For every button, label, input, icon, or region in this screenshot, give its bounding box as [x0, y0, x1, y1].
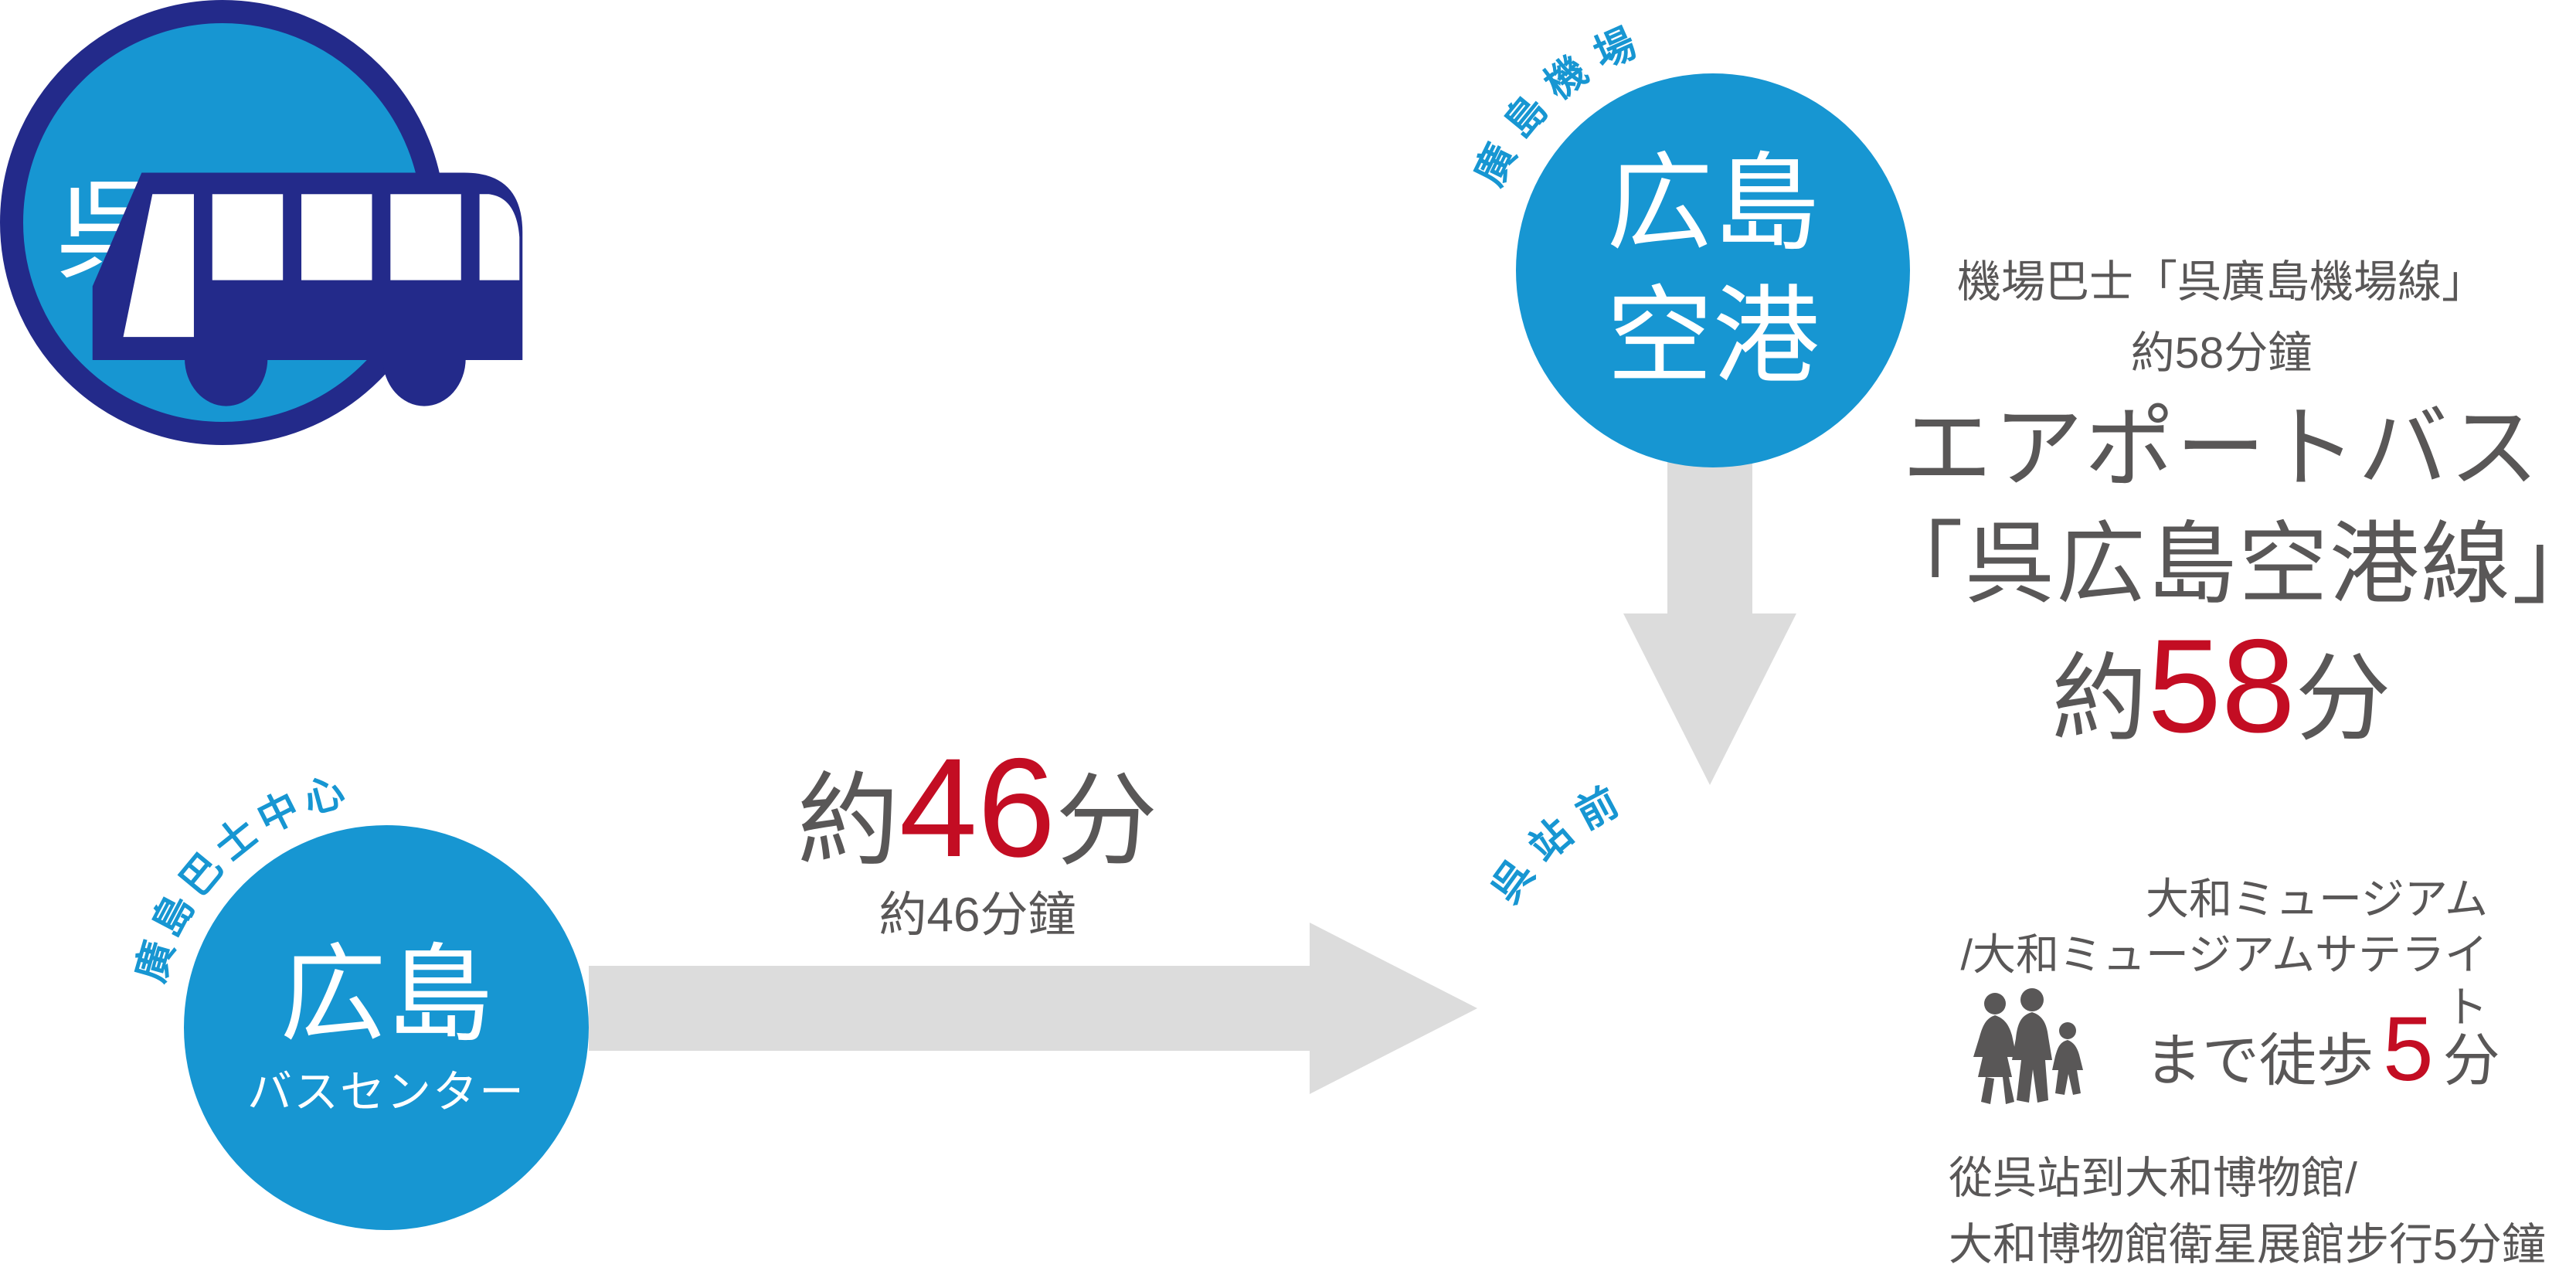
bus-duration-zh: 約46分鐘	[878, 889, 1076, 942]
airport-name-line2: 空港	[1606, 277, 1820, 396]
museum-ja-line1: 大和ミュージアム	[2146, 875, 2488, 923]
airport-node: 広島 空港	[1516, 73, 1910, 467]
bus-duration-minutes: 46	[899, 729, 1056, 886]
walk-minutes: 5	[2383, 998, 2434, 1100]
bus-center-name-line2: バスセンター	[246, 1067, 525, 1117]
walk-prefix: まで徒歩	[2145, 1028, 2374, 1093]
airport-duration: 約58分	[1874, 617, 2569, 798]
airport-route-zh-line1: 機場巴士「呉廣島機場線」	[1957, 257, 2486, 307]
museum-zh-line2: 大和博物館衛星展館步行5分鐘	[1949, 1220, 2546, 1269]
right-arrow	[589, 923, 1477, 1094]
museum-zh-line1: 從呉站到大和博物館/	[1949, 1154, 2357, 1203]
airport-name-line1: 広島	[1606, 144, 1820, 263]
airport-duration-suffix: 分	[2295, 646, 2391, 753]
walking-family-icon	[1973, 988, 2083, 1104]
bus-center-node: 広島 バスセンター	[184, 825, 589, 1230]
airport-duration-prefix: 約	[2051, 646, 2148, 753]
airport-route-ja-line2: 「呉広島空港線」	[1874, 514, 2576, 614]
airport-route-zh-line2: 約58分鐘	[2130, 328, 2313, 378]
bus-icon	[92, 172, 523, 406]
airport-route-ja-line1: エアポートバス	[1902, 398, 2540, 498]
down-arrow	[1623, 460, 1796, 785]
museum-ja-line2: /大和ミュージアムサテライト	[1960, 930, 2488, 1031]
walk-suffix: 分	[2442, 1028, 2500, 1093]
bus-duration-suffix: 分	[1055, 764, 1158, 878]
bus-center-name-line1: 広島	[279, 936, 493, 1055]
bus-duration: 約46分	[707, 732, 1248, 928]
bus-duration-prefix: 約	[797, 764, 899, 878]
airport-duration-minutes: 58	[2147, 612, 2296, 760]
